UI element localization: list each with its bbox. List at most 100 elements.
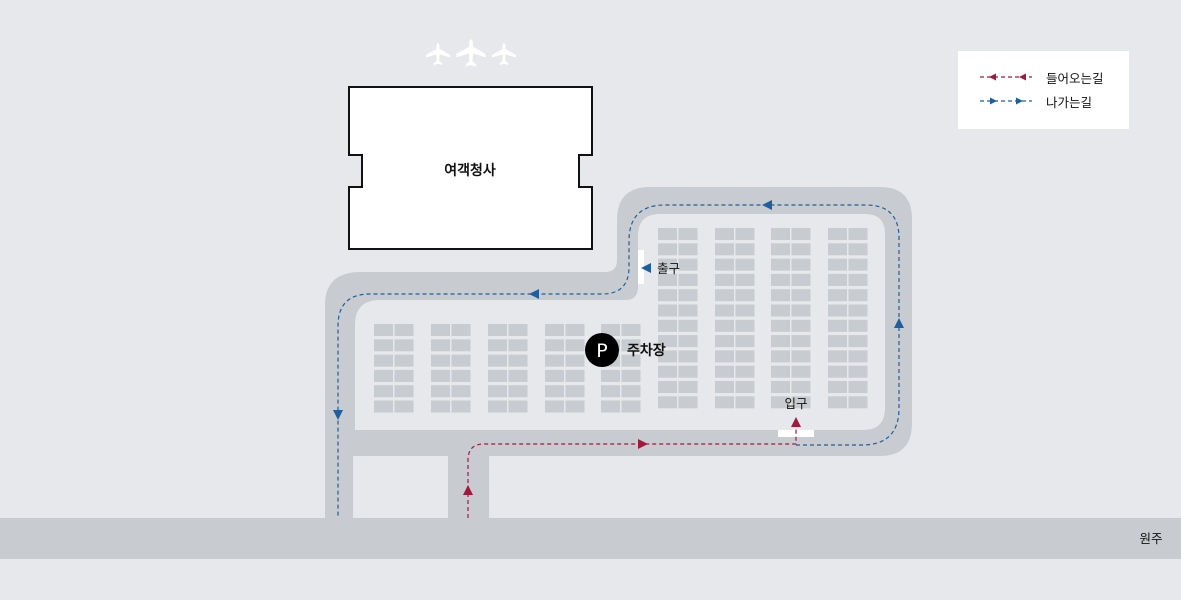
parking-stall	[735, 258, 755, 271]
legend-outgoing-label: 나가는길	[1046, 94, 1093, 110]
parking-stall	[621, 339, 641, 352]
parking-stall	[771, 258, 790, 271]
parking-stall	[848, 365, 868, 378]
parking-stall	[791, 350, 811, 363]
parking-stall	[791, 319, 811, 332]
parking-stall	[715, 243, 734, 256]
parking-stall	[394, 324, 414, 336]
parking-stall	[848, 289, 868, 302]
parking-stall	[791, 289, 811, 302]
parking-stall	[828, 228, 847, 240]
parking-stall	[451, 324, 471, 336]
parking-stall	[488, 369, 507, 382]
parking-stall	[678, 381, 698, 393]
parking-stall	[771, 319, 790, 332]
parking-stall	[374, 354, 393, 367]
parking-stall	[828, 335, 847, 348]
parking-stall	[715, 396, 734, 409]
arrow-up-icon	[463, 485, 473, 495]
terminal-building	[348, 86, 593, 250]
parking-stall	[735, 273, 755, 286]
outgoing-route-swatch	[980, 97, 1032, 105]
arrow-down-icon	[333, 410, 343, 420]
parking-stalls	[374, 228, 868, 413]
legend-incoming: 들어오는길	[978, 68, 1104, 86]
parking-stall	[394, 354, 414, 367]
parking-stall	[394, 400, 414, 413]
airplane-icon	[426, 42, 450, 66]
incoming-arrows	[463, 417, 801, 495]
parking-stall	[658, 289, 677, 302]
parking-stall	[565, 324, 585, 336]
parking-stall	[848, 273, 868, 286]
entrance-label: 입구	[784, 396, 807, 411]
parking-stall	[828, 396, 847, 409]
parking-stall	[658, 350, 677, 363]
parking-stall	[735, 319, 755, 332]
parking-stall	[771, 381, 790, 393]
parking-stall	[791, 304, 811, 317]
parking-stall	[374, 324, 393, 336]
parking-stall	[828, 258, 847, 271]
parking-stall	[658, 396, 677, 409]
parking-stall	[374, 369, 393, 382]
parking-stall	[451, 339, 471, 352]
parking-stall	[431, 369, 450, 382]
parking-stall	[678, 350, 698, 363]
parking-stall	[735, 243, 755, 256]
parking-stall	[508, 385, 528, 398]
parking-stall	[715, 335, 734, 348]
parking-stall	[508, 369, 528, 382]
parking-stall	[848, 335, 868, 348]
parking-stall	[828, 319, 847, 332]
parking-stall	[488, 354, 507, 367]
parking-stall	[791, 335, 811, 348]
parking-stall	[791, 396, 811, 409]
parking-stall	[791, 243, 811, 256]
parking-stall	[771, 273, 790, 286]
parking-stall	[771, 335, 790, 348]
parking-stall	[565, 354, 585, 367]
parking-stall	[488, 324, 507, 336]
parking-stall	[771, 243, 790, 256]
outgoing-arrows	[333, 200, 904, 420]
parking-stall	[828, 243, 847, 256]
parking-stall	[565, 339, 585, 352]
parking-stall	[394, 339, 414, 352]
parking-stall	[601, 324, 620, 336]
parking-stall	[771, 228, 790, 240]
parking-stall	[791, 228, 811, 240]
parking-stall	[394, 369, 414, 382]
parking-stall	[431, 354, 450, 367]
parking-stall	[658, 304, 677, 317]
road-label: 원주	[1139, 531, 1162, 546]
parking-stall	[621, 400, 641, 413]
parking-stall	[715, 365, 734, 378]
parking-stall	[678, 365, 698, 378]
parking-stall	[545, 400, 564, 413]
parking-stall	[791, 365, 811, 378]
airplane-icon	[492, 42, 516, 66]
terminal-label: 여객청사	[444, 162, 496, 179]
parking-stall	[565, 400, 585, 413]
parking-symbol: P	[596, 340, 607, 362]
incoming-route-swatch	[980, 73, 1032, 81]
parking-label: 주차장	[627, 342, 666, 359]
parking-stall	[735, 365, 755, 378]
parking-stall	[431, 339, 450, 352]
parking-stall	[488, 339, 507, 352]
parking-stall	[715, 350, 734, 363]
legend: 들어오는길 나가는길	[958, 51, 1129, 129]
parking-stall	[621, 385, 641, 398]
parking-stall	[848, 243, 868, 256]
parking-stall	[488, 400, 507, 413]
arrow-right-icon	[638, 439, 648, 449]
parking-stall	[848, 258, 868, 271]
parking-stall	[678, 304, 698, 317]
parking-stall	[545, 339, 564, 352]
airplane-icon	[456, 39, 486, 67]
parking-stall	[621, 354, 641, 367]
parking-stall	[828, 289, 847, 302]
parking-stall	[735, 228, 755, 240]
arrow-up-icon	[894, 318, 904, 328]
